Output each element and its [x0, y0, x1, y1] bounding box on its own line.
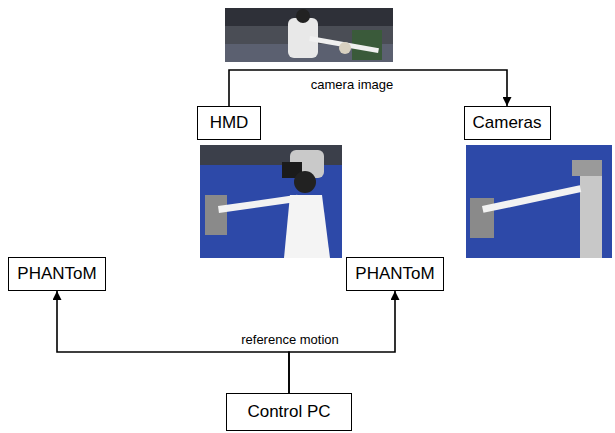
box-label: Control PC — [247, 403, 330, 422]
box-label: Cameras — [473, 114, 542, 133]
device-box: Cameras — [464, 106, 551, 140]
device-box: PHANToM — [346, 257, 444, 291]
device-box: PHANToM — [8, 257, 106, 291]
connector-arrow — [229, 70, 507, 106]
operator-photo — [200, 145, 342, 258]
camera-photo — [225, 8, 393, 62]
box-label: HMD — [210, 114, 249, 133]
box-label: PHANToM — [355, 265, 434, 284]
connector-label: reference motion — [239, 332, 341, 347]
connector-label: camera image — [309, 77, 395, 92]
device-box: Control PC — [226, 393, 352, 431]
device-box: HMD — [197, 106, 261, 140]
box-label: PHANToM — [17, 265, 96, 284]
robot-photo — [466, 145, 612, 258]
